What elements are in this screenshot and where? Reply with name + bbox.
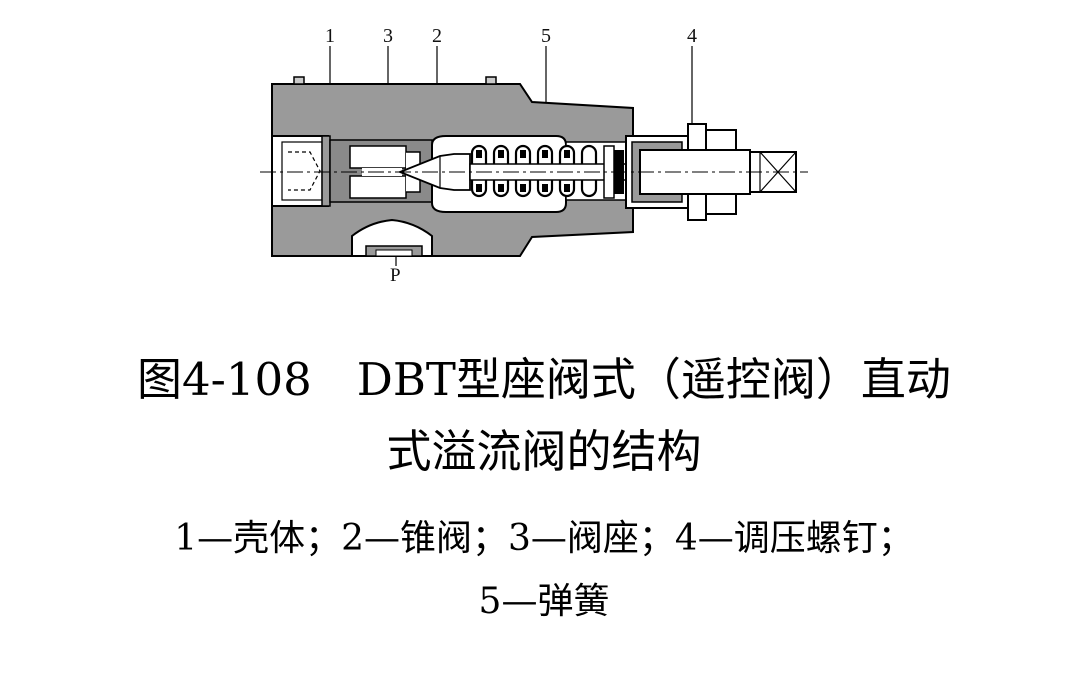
spring-coil-fronts bbox=[476, 150, 570, 192]
left-plug bbox=[271, 135, 331, 207]
housing-lug-left bbox=[293, 76, 305, 85]
housing-lug-right bbox=[485, 76, 497, 85]
legend-line1: 1—壳体；2—锥阀；3—阀座；4—调压螺钉； bbox=[174, 518, 914, 559]
part-label-poppet: 2 bbox=[432, 25, 442, 47]
part-label-screw: 4 bbox=[687, 25, 697, 47]
figure-caption-line2: 式溢流阀的结构 bbox=[386, 425, 702, 478]
part-label-housing: 1 bbox=[325, 25, 335, 47]
legend-line2: 5—弹簧 bbox=[478, 581, 610, 622]
pressure-port bbox=[351, 218, 433, 266]
port-label-p: P bbox=[390, 265, 401, 286]
relief-valve-diagram bbox=[260, 46, 808, 266]
part-label-spring: 5 bbox=[541, 25, 551, 47]
figure-caption-line1: 图4-108 DBT型座阀式（遥控阀）直动 bbox=[137, 353, 951, 406]
part-label-seat: 3 bbox=[383, 25, 393, 47]
